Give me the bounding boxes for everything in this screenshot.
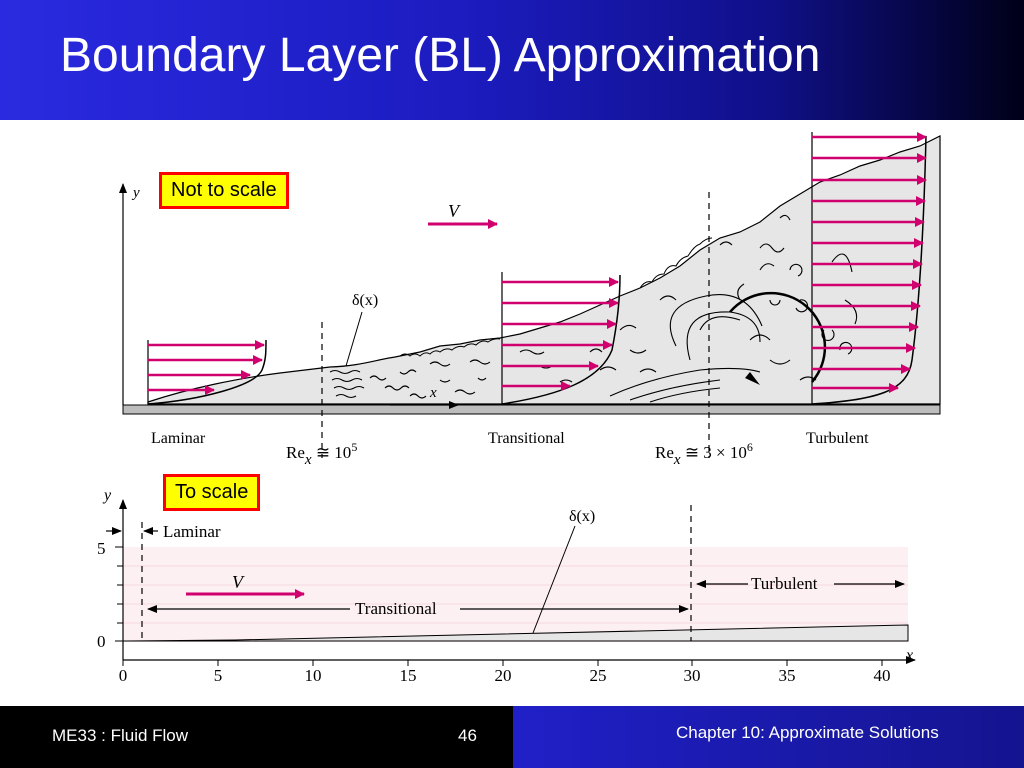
reynolds-critical-label: Rex ≅ 105 [286,440,357,468]
transitional-label: Transitional [355,599,437,618]
y-tick-0: 0 [97,632,106,651]
x-tick-5: 5 [214,666,223,685]
footer-course: ME33 : Fluid Flow [52,726,189,745]
region-transitional: Transitional [488,430,565,447]
x-tick-20: 20 [495,666,512,685]
x-tick-0: 0 [119,666,128,685]
to-scale-boundary-layer [122,624,909,642]
large-eddy [729,291,827,383]
bottom-x-axis-label: x [905,647,913,664]
footer-chapter: Chapter 10: Approximate Solutions [676,723,939,742]
to-scale-delta-label: δ(x) [569,508,595,525]
footer: ME33 : Fluid Flow 46 Chapter 10: Approxi… [0,706,1024,768]
delta-label: δ(x) [352,292,378,309]
top-y-axis-label: y [131,185,140,201]
x-tick-15: 15 [400,666,417,685]
not-to-scale-tag: Not to scale [159,172,289,209]
footer-page-number: 46 [458,726,477,745]
laminar-label: Laminar [163,522,221,541]
region-turbulent: Turbulent [806,430,869,447]
turbulent-profile [811,132,927,405]
x-tick-25: 25 [590,666,607,685]
region-laminar: Laminar [151,430,206,447]
top-x-axis-label: x [429,385,437,401]
bottom-y-axis-label: y [102,487,112,504]
laminar-profile [147,339,267,405]
boundary-layer-diagram: y x V δ(x) [97,132,941,685]
flat-plate [122,404,941,415]
turbulent-eddies [329,214,858,403]
x-tick-10: 10 [305,666,322,685]
reynolds-transition-label: Rex ≅ 3 × 106 [655,440,753,468]
transitional-profile [501,272,621,405]
y-tick-5: 5 [97,539,106,558]
slide-title: Boundary Layer (BL) Approximation [60,29,821,82]
footer-chapter-panel: Chapter 10: Approximate Solutions [513,706,1024,768]
x-tick-30: 30 [684,666,701,685]
velocity-label: V [448,201,461,221]
boundary-layer-region [147,135,941,405]
x-tick-35: 35 [779,666,796,685]
to-scale-tag: To scale [163,474,261,511]
turbulent-label: Turbulent [751,574,818,593]
to-scale-velocity-label: V [232,572,245,592]
title-bar: Boundary Layer (BL) Approximation [0,0,1024,120]
x-tick-40: 40 [874,666,891,685]
